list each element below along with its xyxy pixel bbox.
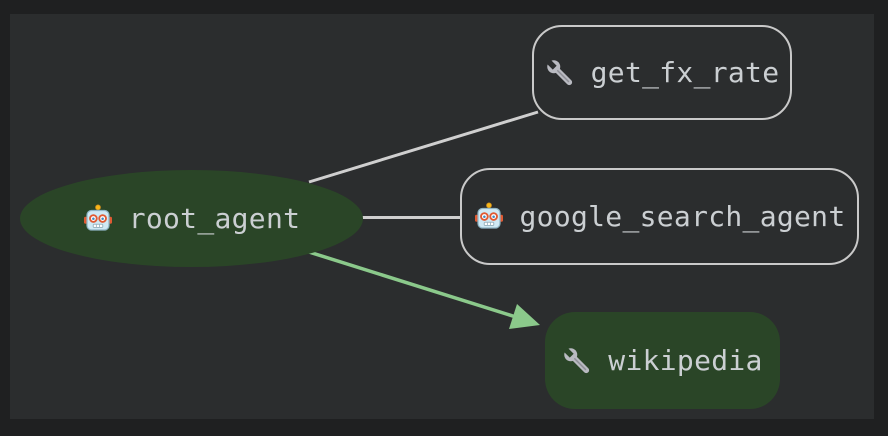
robot-icon [83,204,113,234]
node-google-search-agent[interactable]: google_search_agent [460,168,859,265]
node-label: google_search_agent [519,199,846,233]
node-label: get_fx_rate [590,55,780,89]
wrench-icon [562,345,592,376]
wrench-icon [544,57,575,88]
robot-icon [474,202,504,232]
node-label: root_agent [128,201,301,235]
node-wikipedia[interactable]: wikipedia [545,312,780,409]
node-root-agent[interactable]: root_agent [20,170,363,267]
node-label: wikipedia [608,343,763,377]
node-get-fx-rate[interactable]: get_fx_rate [532,25,792,120]
